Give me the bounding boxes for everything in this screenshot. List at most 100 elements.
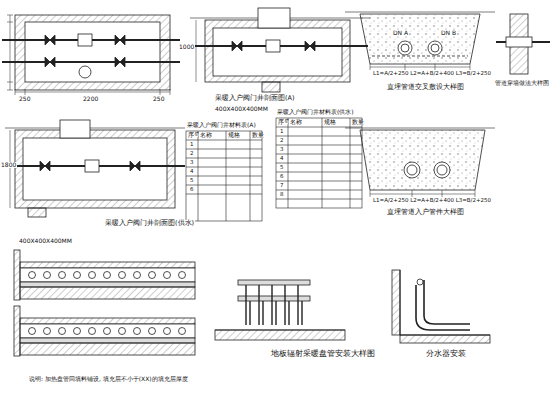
manifold-detail-part-part [285, 285, 289, 325]
valve-well-section-supply-part [5, 128, 185, 129]
drawing-label: 400X400X400MM [18, 238, 73, 244]
buried-pipe-crossing-part [398, 41, 412, 55]
drawing-label: 2200 [82, 96, 99, 102]
buried-pipe-entry-part [345, 128, 495, 129]
drawing-label: 管道穿墙做法大样图 [494, 80, 550, 86]
floor-heating-section-part-part [59, 272, 66, 279]
valve-well-section-a-part [258, 8, 290, 28]
manifold-detail-part-part [298, 285, 302, 325]
material-tables-part [186, 131, 262, 221]
drawing-label: 采暖入户阀门井剖面图(A) [214, 95, 296, 102]
wall-penetration-part [506, 37, 532, 47]
floor-heating-section-part-part [29, 272, 36, 279]
drawing-label: 1000 [178, 44, 195, 50]
table-cell: 1 [189, 142, 195, 148]
valve-well-plan-part [79, 66, 91, 78]
table-cell: 1 [279, 129, 285, 135]
valve-well-section-a-part [266, 40, 280, 52]
floor-heating-section-part-part [164, 328, 171, 335]
manifold-install-part [400, 270, 490, 335]
table-cell: 4 [279, 156, 285, 162]
floor-heating-section-part-part [59, 328, 66, 335]
floor-heating-section-part [14, 250, 20, 300]
floor-heating-section-part-part [164, 272, 171, 279]
valve-well-plan-part [25, 22, 160, 82]
floor-heating-section-part-part [89, 272, 96, 279]
valve-well-plan [2, 15, 180, 95]
floor-heating-section-part-part [104, 272, 111, 279]
drawing-label: 直埋管道入户管件大样图 [386, 209, 465, 216]
manifold-detail-part-part [246, 285, 250, 325]
floor-heating-section-part-part [74, 328, 81, 335]
floor-heating-section-part-part [149, 328, 156, 335]
valve-well-plan-part [15, 92, 170, 93]
material-tables-part [276, 118, 362, 208]
drawing-label: 1800 [0, 162, 17, 168]
valve-well-section-supply-part [10, 130, 11, 208]
table-cell: 规格 [323, 120, 337, 126]
valve-well-plan-part [45, 35, 125, 67]
floor-heating-section-part-part [44, 328, 51, 335]
floor-heating-section-part [14, 306, 20, 356]
valve-well-section-supply-part [23, 138, 167, 200]
drawing-label: 400X400X400MM [214, 106, 269, 112]
floor-heating-section [14, 250, 195, 356]
manifold-detail-part [246, 285, 302, 325]
floor-heating-section-part-part [134, 272, 141, 279]
manifold-detail-part [238, 280, 310, 285]
buried-pipe-crossing-part [431, 44, 439, 52]
valve-well-plan-part [10, 15, 11, 90]
manifold-detail-part [215, 330, 345, 331]
drawing-label: 直埋管道交叉敷设大样图 [386, 84, 465, 91]
floor-heating-section-part-part [149, 272, 156, 279]
valve-well-section-supply-part [15, 130, 175, 208]
floor-heating-section-part-part [119, 272, 126, 279]
buried-pipe-crossing-part [370, 64, 470, 70]
valve-well-plan-part [2, 61, 180, 63]
drawing-label: L1=A/2+250 L2=A+B/2+400 L3=B/2+250 [372, 198, 492, 204]
buried-pipe-entry-part [404, 162, 420, 178]
valve-well-section-supply-part [40, 161, 140, 171]
floor-heating-section-part-part [134, 328, 141, 335]
drawing-label: 分水器安装 [425, 350, 467, 358]
valve-well-section-supply-part [60, 120, 90, 138]
floor-heating-section-part [20, 262, 195, 268]
table-cell: 数量 [251, 133, 265, 139]
drawing-label: 采暖入户阀门井剖面图(供水) [104, 220, 195, 227]
table-cell: 5 [189, 178, 195, 184]
floor-heating-section-part [20, 287, 195, 299]
table-cell: 名称 [289, 120, 303, 126]
manifold-detail [215, 280, 345, 340]
buried-pipe-crossing [345, 12, 495, 70]
valve-well-section-a-part [196, 20, 197, 82]
floor-heating-section-part-part [74, 272, 81, 279]
buried-pipe-entry [345, 128, 495, 197]
table-cell: 规格 [227, 133, 241, 139]
buried-pipe-entry-part [437, 165, 447, 175]
floor-heating-section-part-part [89, 328, 96, 335]
manifold-detail-part [238, 296, 310, 301]
valve-well-section-supply-part [85, 160, 99, 172]
valve-well-section-a [190, 8, 370, 92]
valve-well-plan-part [15, 15, 170, 90]
material-tables-part [186, 131, 262, 221]
floor-heating-section-part [20, 318, 195, 324]
manifold-detail-part-part [272, 285, 276, 325]
manifold-install-part [392, 270, 400, 335]
table-cell: 6 [279, 174, 285, 180]
table-cell: 名称 [199, 133, 213, 139]
drawing-label: DN B [440, 30, 457, 36]
drawing-label: DN A [392, 30, 409, 36]
manifold-install-part [424, 280, 470, 324]
manifold-detail-part [215, 330, 345, 340]
valve-well-section-a-part [262, 82, 280, 92]
table-cell: 8 [279, 192, 285, 198]
valve-well-plan-part [78, 34, 92, 46]
material-tables-part [276, 118, 362, 208]
valve-well-section-a-part [213, 28, 342, 76]
floor-heating-section-part [20, 282, 195, 287]
valve-well-section-supply [5, 120, 185, 217]
table-cell: 3 [279, 147, 285, 153]
manifold-detail-part-part [259, 285, 263, 325]
drawing-label: 250 [18, 96, 31, 102]
